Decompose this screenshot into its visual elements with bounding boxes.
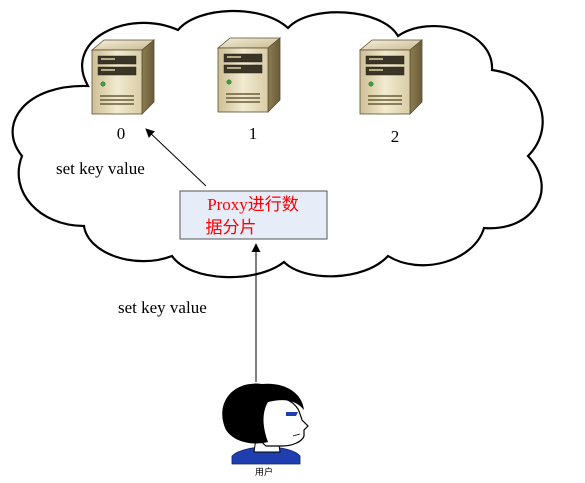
- proxy-to-server-label: set key value: [56, 159, 145, 178]
- user-label: 用户: [255, 466, 273, 478]
- server-1: [217, 37, 281, 113]
- server-2-label: 2: [391, 127, 400, 146]
- user-to-proxy-label: set key value: [118, 298, 207, 317]
- server-icon: [359, 39, 423, 115]
- server-icon: [217, 37, 281, 113]
- server-2: [359, 39, 423, 115]
- server-0: [91, 39, 155, 115]
- server-0-label: 0: [117, 124, 126, 143]
- server-icon: [91, 39, 155, 115]
- server-1-label: 1: [249, 124, 258, 143]
- proxy-label-line2: 据分片: [206, 218, 257, 237]
- proxy-to-server-arrow: [145, 128, 207, 187]
- user-icon: [222, 383, 309, 465]
- proxy-box: Proxy进行数 据分片: [179, 190, 328, 240]
- proxy-label-line1: Proxy进行数: [207, 195, 299, 214]
